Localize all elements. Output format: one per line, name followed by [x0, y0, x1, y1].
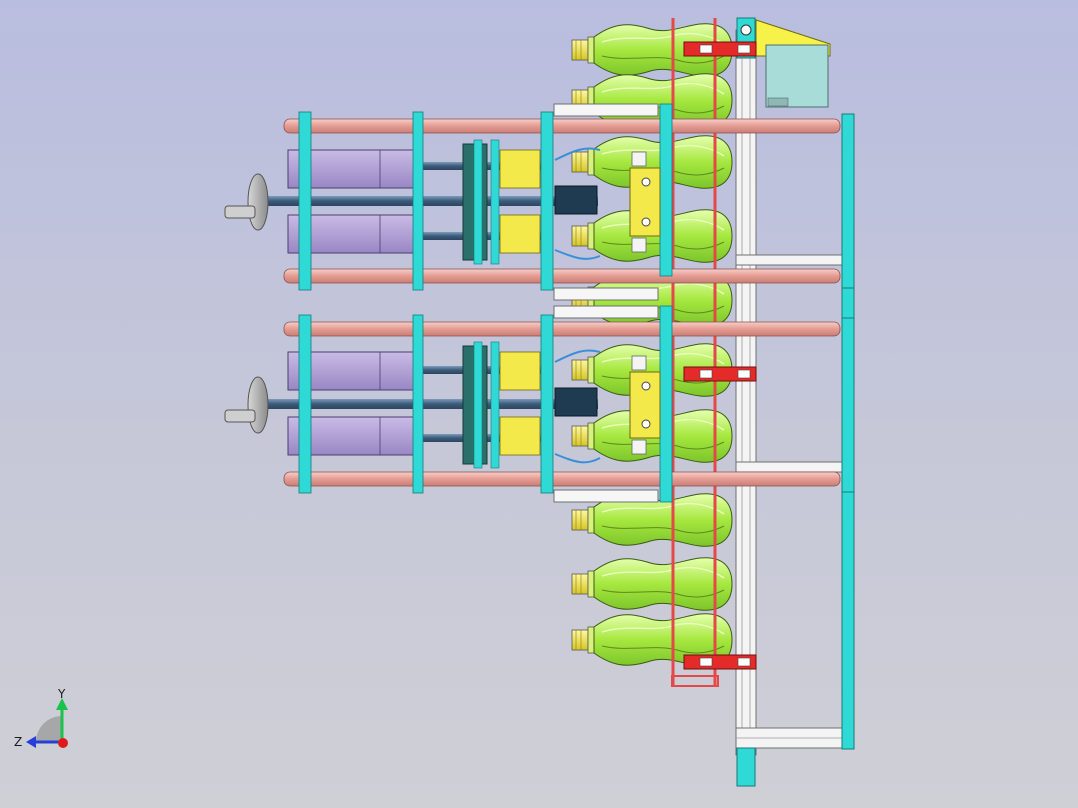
- y-axis-head: [56, 698, 68, 710]
- x-axis-dot: [58, 738, 68, 748]
- red-clamps: [683, 41, 757, 670]
- upper-actuator-module: [224, 103, 841, 291]
- z-axis-label: Z: [14, 735, 22, 749]
- y-axis-label: Y: [57, 687, 66, 701]
- lower-actuator-module: [224, 305, 841, 503]
- coordinate-triad: Y Z: [14, 687, 68, 749]
- z-axis-head: [26, 736, 36, 748]
- white-slats: [553, 103, 659, 503]
